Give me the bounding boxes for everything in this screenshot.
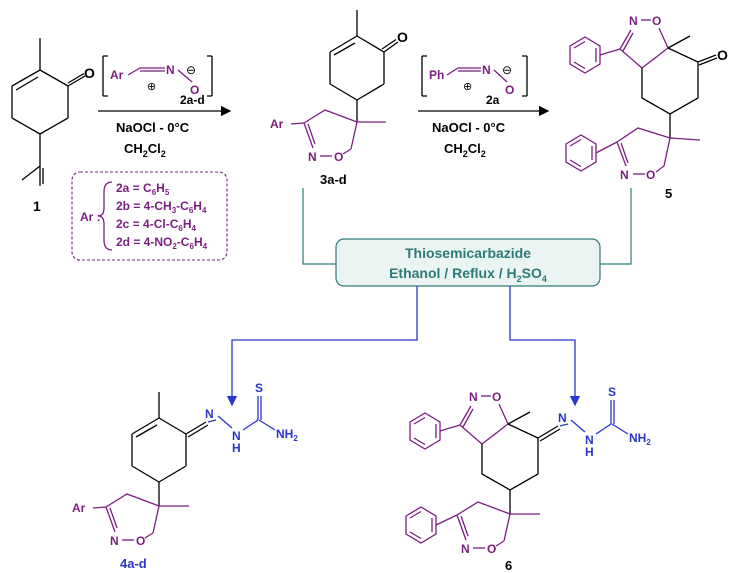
atom-O: O [397,29,408,45]
ar-box-label: Ar : [80,210,101,224]
phenyl-group: Ph [429,68,444,82]
atom-O: O [717,47,728,63]
thiosemicarbazide-condition-group: Thiosemicarbazide Ethanol / Reflux / H2S… [302,188,632,287]
oxygen-atom: O [646,168,655,182]
step2-reagent-label: 2a [486,93,500,107]
compound-1-structure: O 1 [11,38,95,214]
step1-arrow-group: Ar N O ⊖ ⊕ 2a-d NaOCl - 0°C CH2Cl2 [98,55,232,159]
minus-charge-icon: ⊖ [502,63,512,77]
compound-3-label: 3a-d [320,172,347,187]
ar-substituent-box: Ar : 2a = C6H5 2b = 4-CH3-C6H4 2c = 4-Cl… [71,171,228,261]
ar-item-2d: 2d = 4-NO2-C6H4 [116,235,208,251]
compound-4-label: 4a-d [120,556,147,571]
compound-5-structure: N O O N O 5 [565,14,728,201]
nitrogen-atom: N [620,168,629,182]
nitrogen-atom: N [308,150,317,164]
step2-arrow-group: Ph N O ⊖ ⊕ 2a NaOCl - 0°C CH2Cl2 [418,55,550,159]
oxygen-atom: O [190,83,199,97]
plus-charge-icon: ⊕ [147,81,156,93]
atom-O: O [84,65,95,81]
amine-group: NH2 [276,427,298,443]
plus-charge-icon: ⊕ [463,81,472,93]
amine-group: NH2 [629,431,651,447]
nitrogen-atom: N [558,411,567,425]
oxygen-atom: O [652,14,661,28]
compound-4-structure: N N H S NH2 Ar N O 4a-d [72,381,298,571]
step2-condition-1: NaOCl - 0°C [432,120,506,135]
ar-group: Ar [72,501,86,515]
step1-condition-1: NaOCl - 0°C [116,120,190,135]
minus-charge-icon: ⊖ [186,63,196,77]
nitrogen-atom: N [461,542,470,556]
nitrogen-atom: N [482,63,491,77]
nh-group: N [585,433,594,447]
compound-6-label: 6 [505,558,512,573]
compound-1-label: 1 [33,198,41,214]
oxygen-atom: O [505,83,514,97]
nitrogen-atom: N [205,407,214,421]
ar-item-2b: 2b = 4-CH3-C6H4 [116,199,207,215]
compound-5-label: 5 [665,186,672,201]
oxygen-atom: O [492,390,501,404]
branch-arrows [226,286,581,407]
oxygen-atom: O [136,534,145,548]
nitrogen-atom: N [166,63,175,77]
sulfur-atom: S [608,385,616,399]
step1-solvent: CH2Cl2 [124,141,166,159]
step2-solvent: CH2Cl2 [444,141,486,159]
ar-item-2c: 2c = 4-Cl-C6H4 [116,217,196,233]
ar-group: Ar [270,117,284,131]
ar-item-2a: 2a = C6H5 [116,181,170,197]
oxygen-atom: O [487,542,496,556]
ar-group: Ar [110,68,124,82]
nitrogen-atom: N [629,14,638,28]
hydrogen-atom: H [232,441,241,455]
sulfur-atom: S [255,381,263,395]
nitrogen-atom: N [469,390,478,404]
thiosemicarbazide-label: Thiosemicarbazide [405,245,531,261]
nitrogen-atom: N [110,534,119,548]
compound-6-structure: N O N N H S NH2 N O 6 [405,385,651,573]
nh-group: N [232,429,241,443]
thio-conditions-label: Ethanol / Reflux / H2SO4 [389,265,547,284]
hydrogen-atom: H [585,445,594,459]
oxygen-atom: O [334,150,343,164]
compound-3-structure: O Ar N O 3a-d [270,10,408,187]
step1-reagent-label: 2a-d [180,93,205,107]
